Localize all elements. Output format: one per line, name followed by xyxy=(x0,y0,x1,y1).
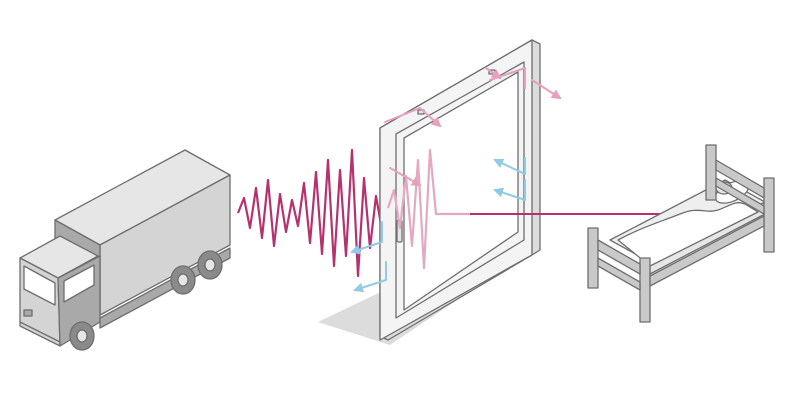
window-glass xyxy=(403,71,519,311)
bed-post-back-right xyxy=(763,177,775,253)
window-sash xyxy=(395,61,525,319)
bed-footboard-rail xyxy=(597,239,641,275)
truck-side-window xyxy=(63,264,95,303)
bed-post-back-left xyxy=(705,144,717,201)
sound-wave-attenuated xyxy=(386,148,470,270)
truck-bumper xyxy=(19,321,61,343)
airflow-out-top-4 xyxy=(485,67,502,80)
airflow-arrow-icon xyxy=(350,67,562,293)
airflow-in-lower-2 xyxy=(350,221,383,255)
truck-wheel-rear-2 xyxy=(197,250,223,280)
airflow-out-top-1 xyxy=(384,107,442,128)
airflow-out-top-3 xyxy=(531,79,562,100)
sound-wave-icon xyxy=(236,148,390,278)
window-icon xyxy=(379,39,541,341)
bed-post-front-right xyxy=(639,257,651,323)
airflow-out-top-2 xyxy=(489,67,526,89)
truck-icon xyxy=(19,149,231,351)
airflow-in-upper-1 xyxy=(493,179,526,201)
truck-headlight xyxy=(23,309,33,317)
bed-headboard-rail-2 xyxy=(715,177,765,215)
airflow-out-mid xyxy=(389,167,422,186)
airflow-in-lower-1 xyxy=(353,261,387,293)
bed-icon xyxy=(587,144,775,323)
truck-wheel-rear-1 xyxy=(170,265,196,295)
bed-blanket xyxy=(617,202,759,267)
bed-side-rail xyxy=(649,215,765,287)
truck-windshield xyxy=(23,265,56,306)
bed-footboard-rail-2 xyxy=(597,257,641,291)
truck-wheel-front xyxy=(69,321,95,351)
airflow-in-upper-2 xyxy=(493,157,526,175)
bed-headboard-rail xyxy=(715,159,765,199)
bed-post-front-left xyxy=(587,227,599,289)
